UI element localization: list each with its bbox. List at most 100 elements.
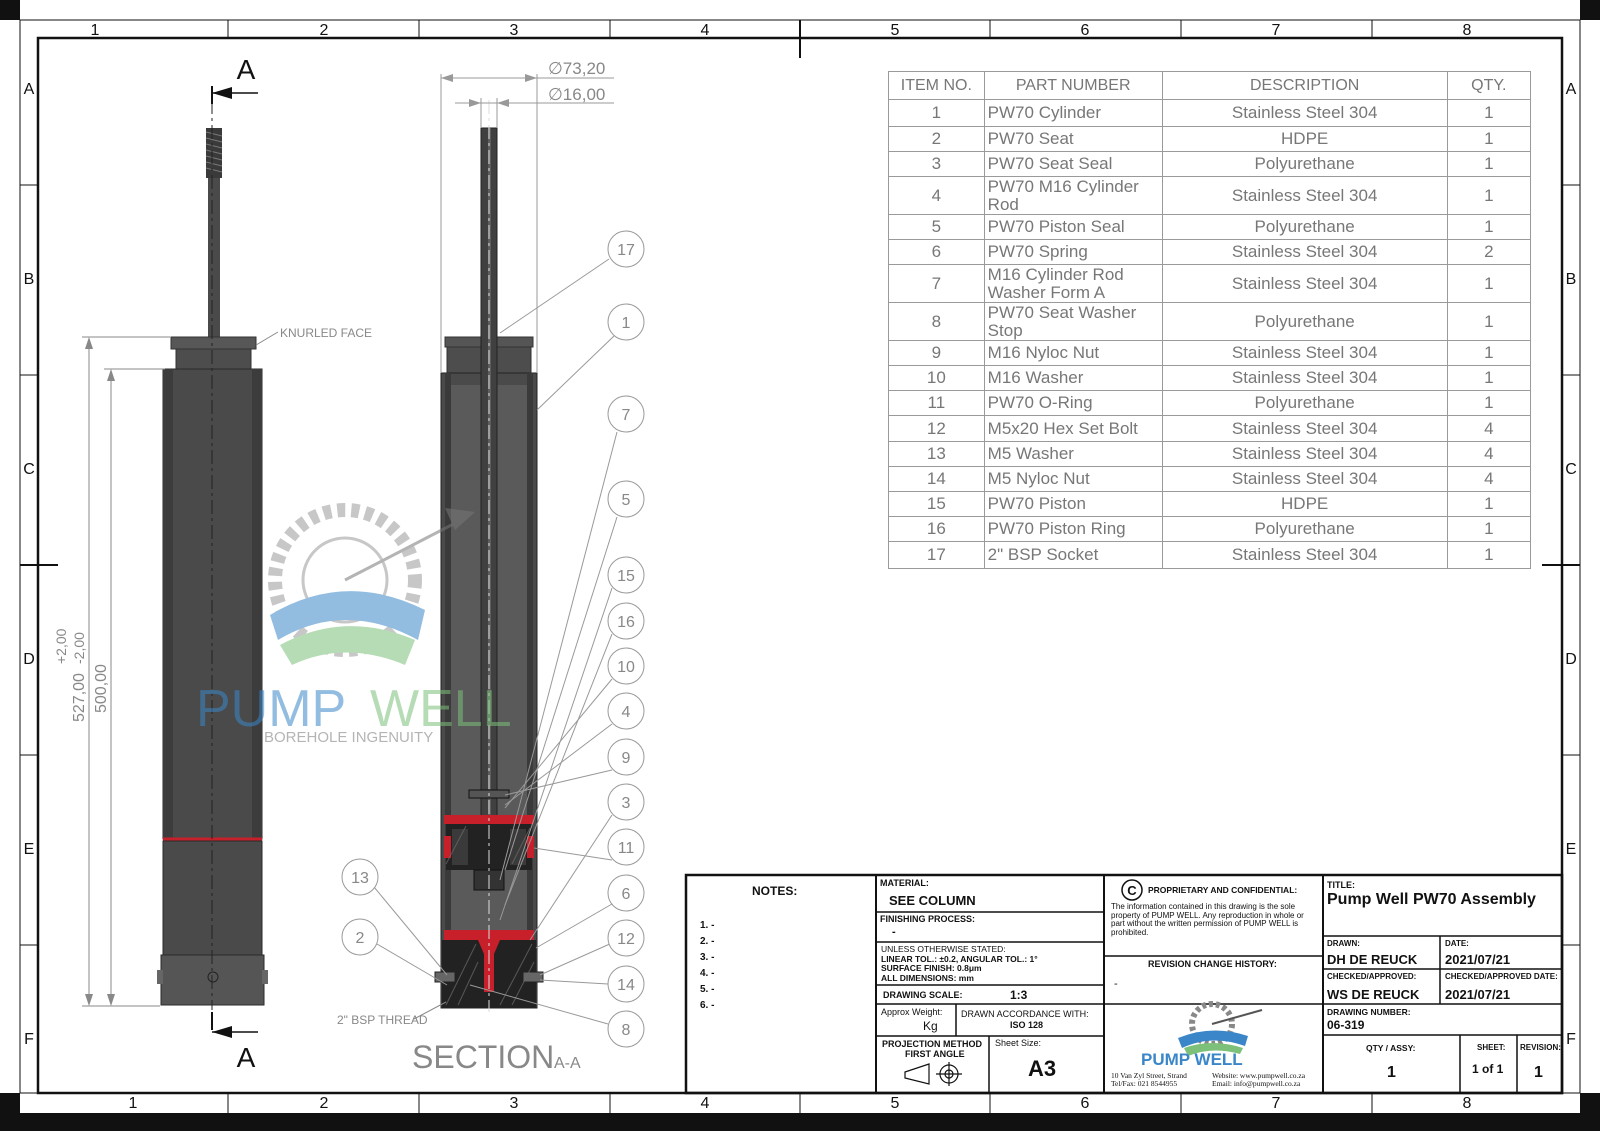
- bom-part-number: PW70 M16 Cylinder Rod: [983, 176, 1163, 215]
- zone-row-label: C: [23, 461, 35, 478]
- revision-history-value: -: [1114, 978, 1118, 990]
- bom-part-number: M16 Nyloc Nut: [983, 340, 1163, 366]
- watermark-brand-b: WELL: [370, 680, 512, 738]
- note-item: 3. -: [700, 952, 715, 963]
- bom-description: Polyurethane: [1161, 302, 1448, 341]
- zone-row-label: F: [24, 1031, 34, 1048]
- section-title: SECTION: [412, 1039, 554, 1075]
- zone-col-label: 4: [701, 1095, 710, 1112]
- address-block: 10 Van Zyl Street, Strand Tel/Fax: 021 8…: [1111, 1072, 1187, 1088]
- address-line: 10 Van Zyl Street, Strand: [1111, 1071, 1187, 1080]
- bom-item-no: 2: [888, 126, 985, 152]
- zone-col-label: 7: [1272, 22, 1281, 39]
- zone-col-label: 2: [320, 1095, 329, 1112]
- bom-description: Stainless Steel 304: [1161, 441, 1448, 467]
- balloon-label: 17: [617, 242, 635, 259]
- bom-description: Stainless Steel 304: [1161, 541, 1448, 569]
- bom-description: Polyurethane: [1161, 214, 1448, 240]
- revision-history-label: REVISION CHANGE HISTORY:: [1148, 959, 1277, 969]
- notes-label: NOTES:: [752, 884, 798, 898]
- bom-part-number: M5 Washer: [983, 441, 1163, 467]
- note-item: 4. -: [700, 968, 715, 979]
- thread-note: 2" BSP THREAD: [337, 1013, 428, 1027]
- watermark-tagline: BOREHOLE INGENUITY: [264, 729, 433, 746]
- material-label: MATERIAL:: [880, 878, 929, 888]
- note-item: 2. -: [700, 936, 715, 947]
- bom-qty: 1: [1446, 151, 1532, 177]
- note-item: 1. -: [700, 920, 715, 931]
- date-label: DATE:: [1445, 939, 1469, 948]
- bom-header-description: DESCRIPTION: [1161, 71, 1448, 100]
- zone-row-label: F: [1566, 1031, 1576, 1048]
- balloon-label: 13: [351, 870, 369, 887]
- zone-col-label: 1: [91, 22, 100, 39]
- bom-description: Stainless Steel 304: [1161, 340, 1448, 366]
- dim-rod-diameter: ∅16,00: [548, 85, 605, 104]
- bom-part-number: PW70 Spring: [983, 239, 1163, 265]
- proprietary-title: PROPRIETARY AND CONFIDENTIAL:: [1148, 885, 1298, 895]
- website-line: Website: www.pumpwell.co.za: [1212, 1071, 1306, 1080]
- scale-label: DRAWING SCALE:: [883, 990, 963, 1000]
- tolerance-line: UNLESS OTHERWISE STATED:: [881, 944, 1006, 954]
- balloon-label: 16: [617, 614, 635, 631]
- bom-part-number: M5x20 Hex Set Bolt: [983, 415, 1163, 442]
- bom-description: Stainless Steel 304: [1161, 365, 1448, 391]
- bom-header-item: ITEM NO.: [888, 71, 985, 100]
- bom-item-no: 1: [888, 99, 985, 127]
- balloon-label: 15: [617, 568, 635, 585]
- balloon-label: 10: [617, 659, 635, 676]
- bom-qty: 2: [1446, 239, 1532, 265]
- external-view: A A KNURLED FACE 527,00 +2,00 -2,00 500,…: [53, 54, 372, 1073]
- tolerances-block: UNLESS OTHERWISE STATED: LINEAR TOL.: ±0…: [881, 944, 1038, 983]
- bom-item-no: 14: [888, 466, 985, 492]
- bom-description: Stainless Steel 304: [1161, 239, 1448, 265]
- bom-qty: 4: [1446, 466, 1532, 492]
- bom-qty: 1: [1446, 264, 1532, 303]
- bom-part-number: PW70 Piston Ring: [983, 516, 1163, 542]
- bom-qty: 1: [1446, 302, 1532, 341]
- bom-item-no: 5: [888, 214, 985, 240]
- notes-list: 1. - 2. - 3. - 4. - 5. - 6. -: [700, 918, 714, 1014]
- proprietary-text: The information contained in this drawin…: [1111, 902, 1304, 937]
- bom-qty: 1: [1446, 99, 1532, 127]
- bom-qty: 1: [1446, 126, 1532, 152]
- watermark-logo: [268, 503, 475, 665]
- date-value: 2021/07/21: [1445, 952, 1511, 967]
- drawing-title: Pump Well PW70 Assembly: [1327, 891, 1536, 908]
- bom-qty: 1: [1446, 176, 1532, 215]
- copyright-icon: [1121, 879, 1143, 901]
- projection-label: PROJECTION METHOD: [882, 1039, 983, 1049]
- material-value: SEE COLUMN: [889, 893, 976, 908]
- zone-row-label: B: [1566, 271, 1577, 288]
- bom-part-number: PW70 Piston Seal: [983, 214, 1163, 240]
- balloon-label: 11: [618, 840, 635, 857]
- note-item: 5. -: [700, 984, 715, 995]
- logo-text: PUMP WELL: [1141, 1050, 1243, 1069]
- zone-row-label: A: [1566, 81, 1577, 98]
- bom-part-number: M16 Washer: [983, 365, 1163, 391]
- checked-date-value: 2021/07/21: [1445, 987, 1511, 1002]
- bom-item-no: 3: [888, 151, 985, 177]
- bom-qty: 1: [1446, 214, 1532, 240]
- revision-number-value: 1: [1534, 1064, 1543, 1081]
- bom-header-part: PART NUMBER: [983, 71, 1163, 100]
- bom-part-number: PW70 O-Ring: [983, 390, 1163, 416]
- bom-qty: 1: [1446, 516, 1532, 542]
- balloon-callouts: [341, 230, 645, 1048]
- scale-value: 1:3: [1010, 988, 1028, 1002]
- dim-overall: 527,00: [71, 673, 88, 722]
- bom-description: Stainless Steel 304: [1161, 466, 1448, 492]
- dim-tol-minus: -2,00: [71, 632, 87, 664]
- bom-item-no: 15: [888, 491, 985, 517]
- bom-item-no: 16: [888, 516, 985, 542]
- zone-row-label: E: [24, 841, 35, 858]
- balloon-label: 9: [622, 750, 631, 767]
